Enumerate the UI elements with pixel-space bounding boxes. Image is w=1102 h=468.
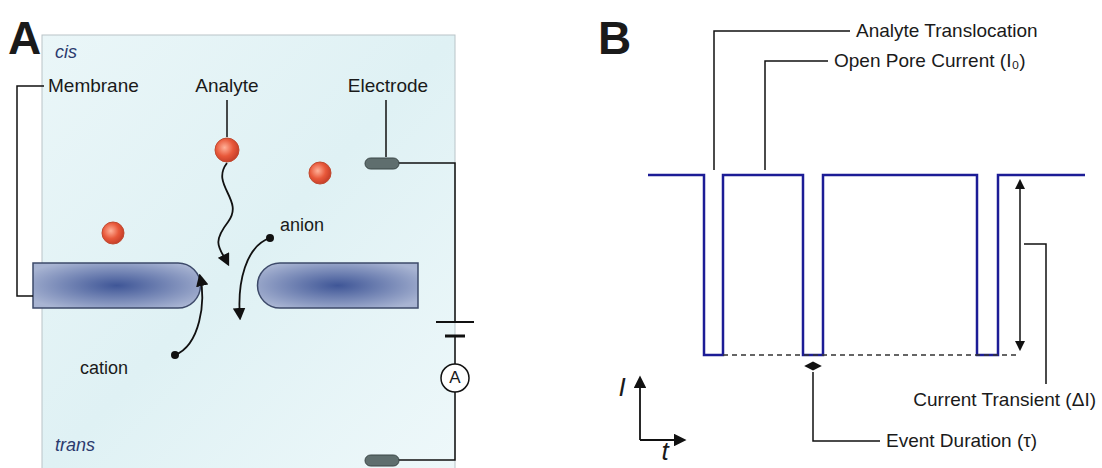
part-label: Electrode: [348, 75, 428, 97]
analyte-path-arrow: [218, 163, 232, 264]
ion-label: cation: [80, 358, 128, 379]
duration-leader: [813, 372, 880, 441]
axis-label: I: [618, 373, 625, 403]
analyte-leader: [226, 100, 228, 137]
analyte-particle: [309, 162, 331, 184]
open-pore-leader: [765, 61, 828, 170]
membrane-left: [33, 263, 201, 308]
axis-label: t: [661, 437, 668, 467]
compartment-label: cis: [55, 42, 77, 63]
current-trace: [648, 175, 1085, 355]
duration-arrow: [806, 365, 820, 366]
membrane-leader: [17, 86, 44, 296]
part-label: Membrane: [48, 75, 139, 97]
part-label: Analyte Translocation: [856, 20, 1038, 42]
compartment-label: trans: [55, 435, 95, 456]
part-label: Event Duration (τ): [886, 430, 1037, 452]
analyte-particle: [102, 222, 124, 244]
axis-i: [639, 378, 641, 440]
transient-leader: [1024, 244, 1046, 384]
anion-arrow: [239, 238, 270, 318]
ammeter-symbol: [441, 364, 469, 392]
delta-i-arrow: [1019, 181, 1021, 349]
battery-plate: [436, 321, 474, 323]
translocation-leader: [714, 31, 850, 170]
part-label: Open Pore Current (I₀): [834, 50, 1026, 72]
panel-letter: A: [8, 12, 41, 65]
membrane-right: [258, 263, 419, 308]
ammeter-letter: A: [449, 368, 460, 388]
cation-arrow: [175, 276, 202, 355]
analyte-particle: [215, 138, 239, 162]
electrode-leader: [385, 100, 387, 157]
part-label: Current Transient (ΔI): [913, 389, 1096, 411]
panel-letter: B: [598, 12, 631, 65]
wire: [398, 163, 455, 322]
wire: [398, 336, 455, 460]
part-label: Analyte: [195, 75, 258, 97]
electrode: [365, 158, 399, 169]
baseline-dashed: [723, 354, 1020, 355]
ion-label: anion: [280, 215, 324, 236]
solution-chamber: [42, 35, 455, 468]
electrode: [365, 455, 399, 466]
